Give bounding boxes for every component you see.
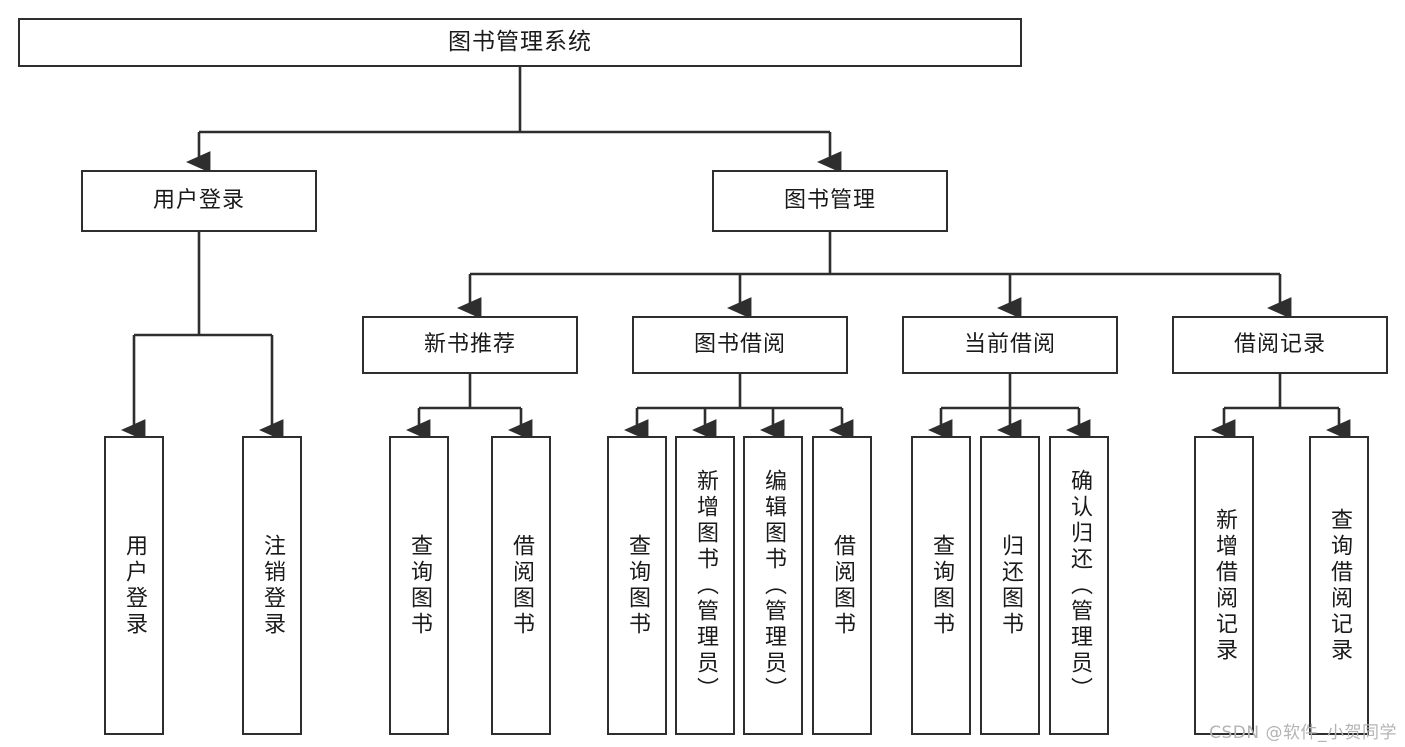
node-book-borrow[interactable]: 图书借阅 — [632, 316, 848, 374]
leaf-current-borrow-query-label: 查询图书 — [929, 533, 954, 638]
leaf-current-borrow-confirm[interactable]: 确认归还（管理员） — [1049, 436, 1109, 735]
node-current-borrow-label: 当前借阅 — [963, 332, 1056, 358]
leaf-new-book-borrow[interactable]: 借阅图书 — [491, 436, 551, 735]
leaf-book-borrow-query[interactable]: 查询图书 — [607, 436, 667, 735]
leaf-borrow-record-query-label: 查询借阅记录 — [1327, 507, 1352, 664]
leaf-user-login-logout[interactable]: 注销登录 — [242, 436, 302, 735]
leaf-user-login-login-label: 用户登录 — [122, 533, 147, 638]
leaf-new-book-borrow-label: 借阅图书 — [509, 533, 534, 638]
leaf-book-borrow-borrow-label: 借阅图书 — [830, 533, 855, 638]
leaf-new-book-query[interactable]: 查询图书 — [389, 436, 449, 735]
leaf-book-borrow-add[interactable]: 新增图书（管理员） — [675, 436, 735, 735]
node-new-book-recommend-label: 新书推荐 — [423, 332, 516, 358]
leaf-current-borrow-confirm-label: 确认归还（管理员） — [1067, 468, 1092, 703]
leaf-borrow-record-query[interactable]: 查询借阅记录 — [1309, 436, 1369, 735]
leaf-book-borrow-edit-label: 编辑图书（管理员） — [761, 468, 786, 703]
leaf-book-borrow-borrow[interactable]: 借阅图书 — [812, 436, 872, 735]
watermark: CSDN @软件_小贺同学 — [1209, 723, 1397, 743]
node-new-book-recommend[interactable]: 新书推荐 — [362, 316, 578, 374]
node-book-management-label: 图书管理 — [783, 188, 876, 214]
node-book-management[interactable]: 图书管理 — [712, 170, 948, 232]
leaf-current-borrow-query[interactable]: 查询图书 — [911, 436, 971, 735]
leaf-book-borrow-query-label: 查询图书 — [625, 533, 650, 638]
node-book-borrow-label: 图书借阅 — [693, 332, 786, 358]
leaf-current-borrow-return[interactable]: 归还图书 — [980, 436, 1040, 735]
node-borrow-record-label: 借阅记录 — [1233, 332, 1326, 358]
leaf-book-borrow-add-label: 新增图书（管理员） — [693, 468, 718, 703]
leaf-borrow-record-add-label: 新增借阅记录 — [1212, 507, 1237, 664]
leaf-user-login-logout-label: 注销登录 — [260, 533, 285, 638]
node-root[interactable]: 图书管理系统 — [18, 18, 1022, 67]
node-user-login[interactable]: 用户登录 — [81, 170, 317, 232]
node-current-borrow[interactable]: 当前借阅 — [902, 316, 1118, 374]
node-user-login-label: 用户登录 — [152, 188, 245, 214]
leaf-user-login-login[interactable]: 用户登录 — [104, 436, 164, 735]
leaf-current-borrow-return-label: 归还图书 — [998, 533, 1023, 638]
leaf-new-book-query-label: 查询图书 — [407, 533, 432, 638]
leaf-book-borrow-edit[interactable]: 编辑图书（管理员） — [743, 436, 803, 735]
node-borrow-record[interactable]: 借阅记录 — [1172, 316, 1388, 374]
node-root-label: 图书管理系统 — [448, 29, 592, 56]
leaf-borrow-record-add[interactable]: 新增借阅记录 — [1194, 436, 1254, 735]
